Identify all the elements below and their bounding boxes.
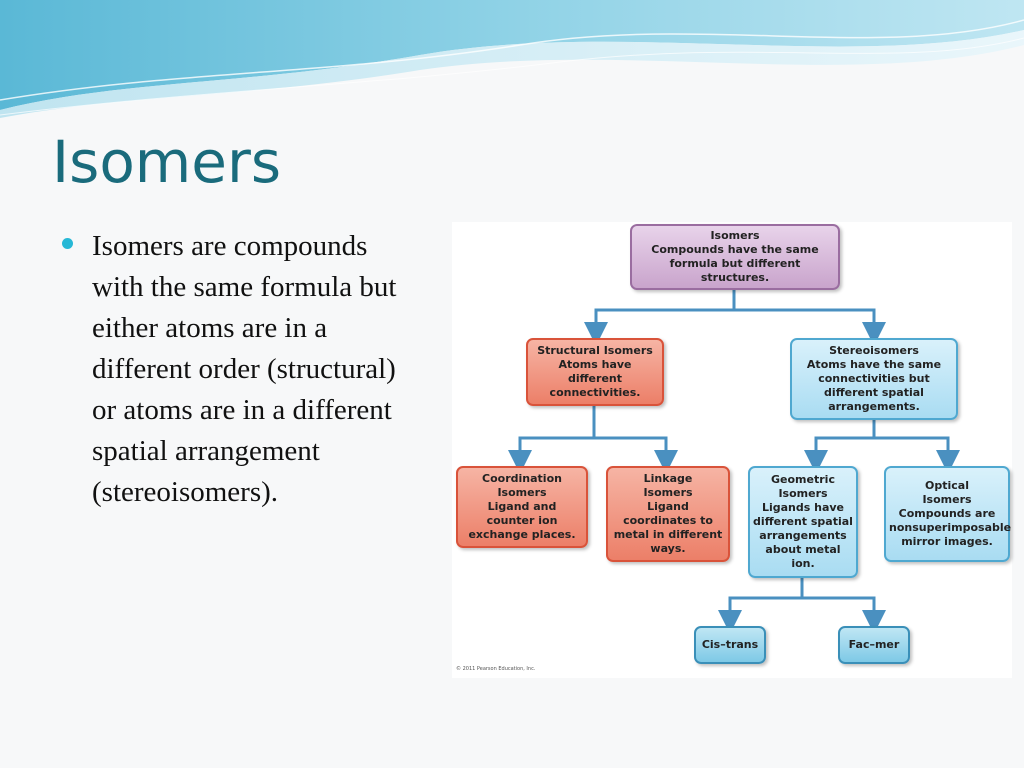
- fac-mer-label: Fac–mer: [848, 638, 900, 651]
- coordination-isomers-description: Ligand and counter ion exchange places.: [468, 500, 576, 541]
- isomers-box: Isomers Compounds have the same formula …: [630, 224, 840, 290]
- isomers-heading: Isomers: [710, 229, 760, 242]
- linkage-isomers-heading: Linkage Isomers: [643, 472, 693, 499]
- stereoisomers-box: Stereoisomers Atoms have the same connec…: [790, 338, 958, 420]
- coordination-isomers-heading: Coordination Isomers: [482, 472, 562, 499]
- isomers-description: Compounds have the same formula but diff…: [651, 243, 819, 284]
- geometric-isomers-box: Geometric Isomers Ligands have different…: [748, 466, 858, 578]
- copyright-caption: © 2011 Pearson Education, Inc.: [456, 666, 536, 672]
- bullet-text: Isomers are compounds with the same form…: [92, 230, 397, 508]
- coordination-isomers-box: Coordination Isomers Ligand and counter …: [456, 466, 588, 548]
- linkage-isomers-description: Ligand coordinates to metal in different…: [613, 500, 723, 555]
- page-title: Isomers: [52, 128, 282, 196]
- bullet-icon: [62, 238, 73, 249]
- structural-isomers-heading: Structural Isomers: [537, 344, 653, 357]
- fac-mer-box: Fac–mer: [838, 626, 910, 664]
- diagram-connectors: [508, 290, 960, 634]
- stereoisomers-heading: Stereoisomers: [829, 344, 919, 357]
- header-wave-decoration: [0, 0, 1024, 118]
- geometric-isomers-description: Ligands have different spatial arrangeme…: [753, 501, 853, 570]
- optical-isomers-box: Optical Isomers Compounds are nonsuperim…: [884, 466, 1012, 562]
- cis-trans-label: Cis–trans: [701, 638, 759, 651]
- geometric-isomers-heading: Geometric Isomers: [771, 473, 835, 500]
- structural-isomers-description: Atoms have different connectivities.: [549, 358, 641, 399]
- stereoisomers-description: Atoms have the same connectivities but d…: [806, 358, 942, 413]
- isomer-classification-diagram: Isomers Compounds have the same formula …: [452, 222, 1012, 678]
- cis-trans-box: Cis–trans: [694, 626, 766, 664]
- linkage-isomers-box: Linkage Isomers Ligand coordinates to me…: [606, 466, 730, 562]
- structural-isomers-box: Structural Isomers Atoms have different …: [526, 338, 664, 406]
- optical-isomers-description: Compounds are nonsuperimposable mirror i…: [889, 507, 1012, 548]
- optical-isomers-heading: Optical Isomers: [922, 479, 972, 506]
